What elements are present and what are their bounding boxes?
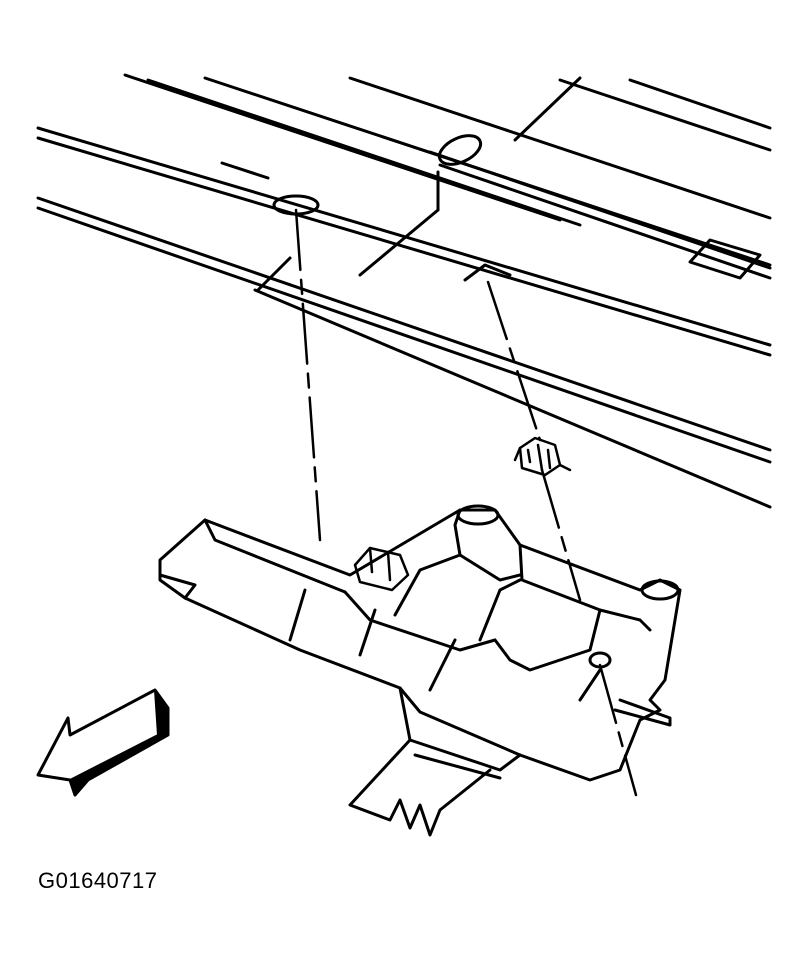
frame-square-opening: [688, 238, 762, 280]
bracket-bolt-hole: [588, 651, 612, 669]
frame-slot: [463, 263, 512, 282]
underbody-rails: [36, 73, 772, 509]
bracket-tab-left: [456, 504, 500, 526]
retainer-clip: [513, 436, 572, 477]
direction-arrow-icon: [36, 688, 170, 797]
frame-oval-opening: [437, 134, 483, 166]
bracket-connector: [353, 546, 410, 592]
mounting-bracket: [158, 504, 682, 837]
figure-id-label: G01640717: [38, 868, 158, 893]
alignment-lines: [294, 208, 638, 797]
bracket-tab-right: [640, 579, 680, 601]
